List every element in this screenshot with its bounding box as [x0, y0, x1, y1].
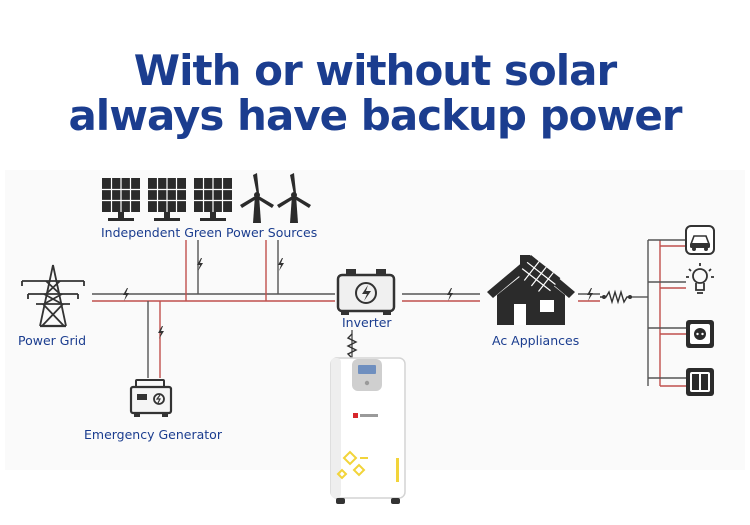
light-bulb-icon	[686, 263, 714, 294]
solar-panel-icon	[194, 178, 232, 221]
bolt-icon	[278, 258, 284, 271]
bolt-icon	[123, 288, 129, 301]
wall-switch-icon	[686, 368, 714, 396]
solar-panel-icon	[148, 178, 186, 221]
wind-turbine-icon	[277, 173, 311, 223]
house-icon	[487, 255, 575, 325]
green-sources-label: Independent Green Power Sources	[101, 225, 318, 240]
headline-line-2: always have backup power	[68, 91, 682, 140]
wires	[92, 239, 686, 387]
solar-panel-icon	[102, 178, 140, 221]
ac-appliances-label: Ac Appliances	[492, 333, 580, 348]
emergency-generator-label: Emergency Generator	[84, 427, 222, 442]
solar-panel-icons	[102, 178, 232, 221]
bolt-markers	[123, 258, 593, 339]
headline-line-1: With or without solar	[133, 46, 617, 95]
bolt-icon	[447, 288, 453, 301]
power-grid-label: Power Grid	[18, 333, 86, 348]
battery-unit	[330, 357, 406, 504]
generator-icon	[129, 379, 173, 417]
inverter-icon	[336, 269, 396, 315]
fuse-symbol	[600, 289, 632, 305]
wind-turbine-icon	[240, 173, 274, 223]
car-appliance-icon	[685, 225, 715, 255]
power-pylon-icon	[21, 264, 85, 328]
bolt-icon	[197, 258, 203, 271]
battery-link-symbol	[346, 333, 358, 359]
bolt-icon	[158, 326, 164, 339]
wind-turbine-icons	[240, 173, 311, 223]
bolt-icon	[587, 288, 593, 301]
inverter-label: Inverter	[342, 315, 392, 330]
power-outlet-icon	[686, 320, 714, 348]
